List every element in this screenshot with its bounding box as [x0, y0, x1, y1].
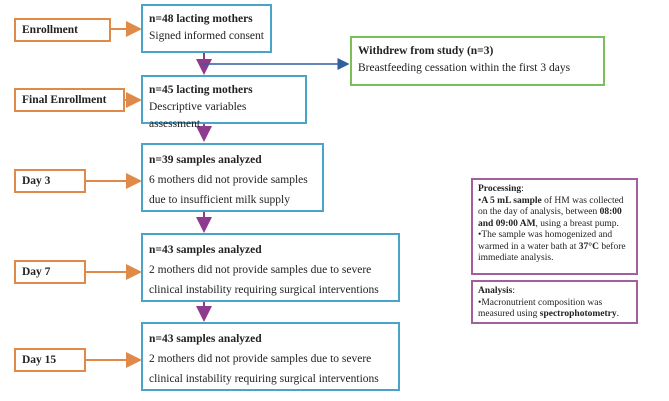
- box-processing: Processing: •A 5 mL sample of HM was col…: [471, 178, 638, 275]
- processing-colon: :: [521, 184, 524, 194]
- box-day7-line1: 2 mothers did not provide samples due to…: [149, 264, 372, 276]
- stage-day15: Day 15: [14, 348, 86, 372]
- analysis-title: Analysis: [478, 286, 513, 296]
- box-day15-line1: 2 mothers did not provide samples due to…: [149, 353, 372, 365]
- analysis-colon: :: [512, 286, 515, 296]
- withdrew-text: Breastfeeding cessation within the first…: [358, 62, 571, 74]
- box-enrollment-title: n=48 lacting mothers: [149, 13, 253, 25]
- processing-heading: Processing:: [478, 184, 631, 196]
- box-day15-line2: clinical instability requiring surgical …: [149, 373, 379, 385]
- processing-bullet-2: •The sample was homogenized and warmed i…: [478, 230, 626, 263]
- stage-day7-label: Day 7: [22, 266, 51, 278]
- box-final-enrollment-title: n=45 lacting mothers: [149, 84, 253, 96]
- analysis-heading: Analysis:: [478, 286, 631, 298]
- analysis-bullet: •Macronutrient composition was measured …: [478, 297, 619, 320]
- box-day7-title: n=43 samples analyzed: [149, 244, 262, 256]
- box-day3: n=39 samples analyzed 6 mothers did not …: [141, 143, 324, 212]
- box-analysis: Analysis: •Macronutrient composition was…: [471, 280, 638, 324]
- box-withdrew: Withdrew from study (n=3) Breastfeeding …: [350, 36, 605, 86]
- box-enrollment-text: Signed informed consent: [149, 30, 264, 42]
- stage-day7: Day 7: [14, 260, 86, 284]
- stage-day3-label: Day 3: [22, 175, 51, 187]
- box-day3-title: n=39 samples analyzed: [149, 154, 262, 166]
- box-day3-line2: due to insufficient milk supply: [149, 194, 290, 206]
- box-day15-title: n=43 samples analyzed: [149, 333, 262, 345]
- stage-day15-label: Day 15: [22, 354, 57, 366]
- processing-title: Processing: [478, 184, 522, 194]
- box-day7-line2: clinical instability requiring surgical …: [149, 284, 379, 296]
- box-day3-line1: 6 mothers did not provide samples: [149, 174, 308, 186]
- stage-final-enrollment-label: Final Enrollment: [22, 94, 107, 106]
- processing-bullet-1: •A 5 mL sample of HM was collected on th…: [478, 195, 624, 229]
- box-final-enrollment: n=45 lacting mothers Descriptive variabl…: [141, 75, 307, 130]
- stage-final-enrollment: Final Enrollment: [14, 88, 125, 112]
- stage-day3: Day 3: [14, 169, 86, 193]
- stage-enrollment-label: Enrollment: [22, 24, 79, 36]
- stage-enrollment: Enrollment: [14, 18, 111, 42]
- box-day15: n=43 samples analyzed 2 mothers did not …: [141, 322, 400, 391]
- box-final-enrollment-text: Descriptive variables assessment: [149, 101, 247, 130]
- withdrew-title: Withdrew from study (n=3): [358, 45, 494, 57]
- box-day7: n=43 samples analyzed 2 mothers did not …: [141, 233, 400, 302]
- box-enrollment: n=48 lacting mothers Signed informed con…: [141, 4, 272, 53]
